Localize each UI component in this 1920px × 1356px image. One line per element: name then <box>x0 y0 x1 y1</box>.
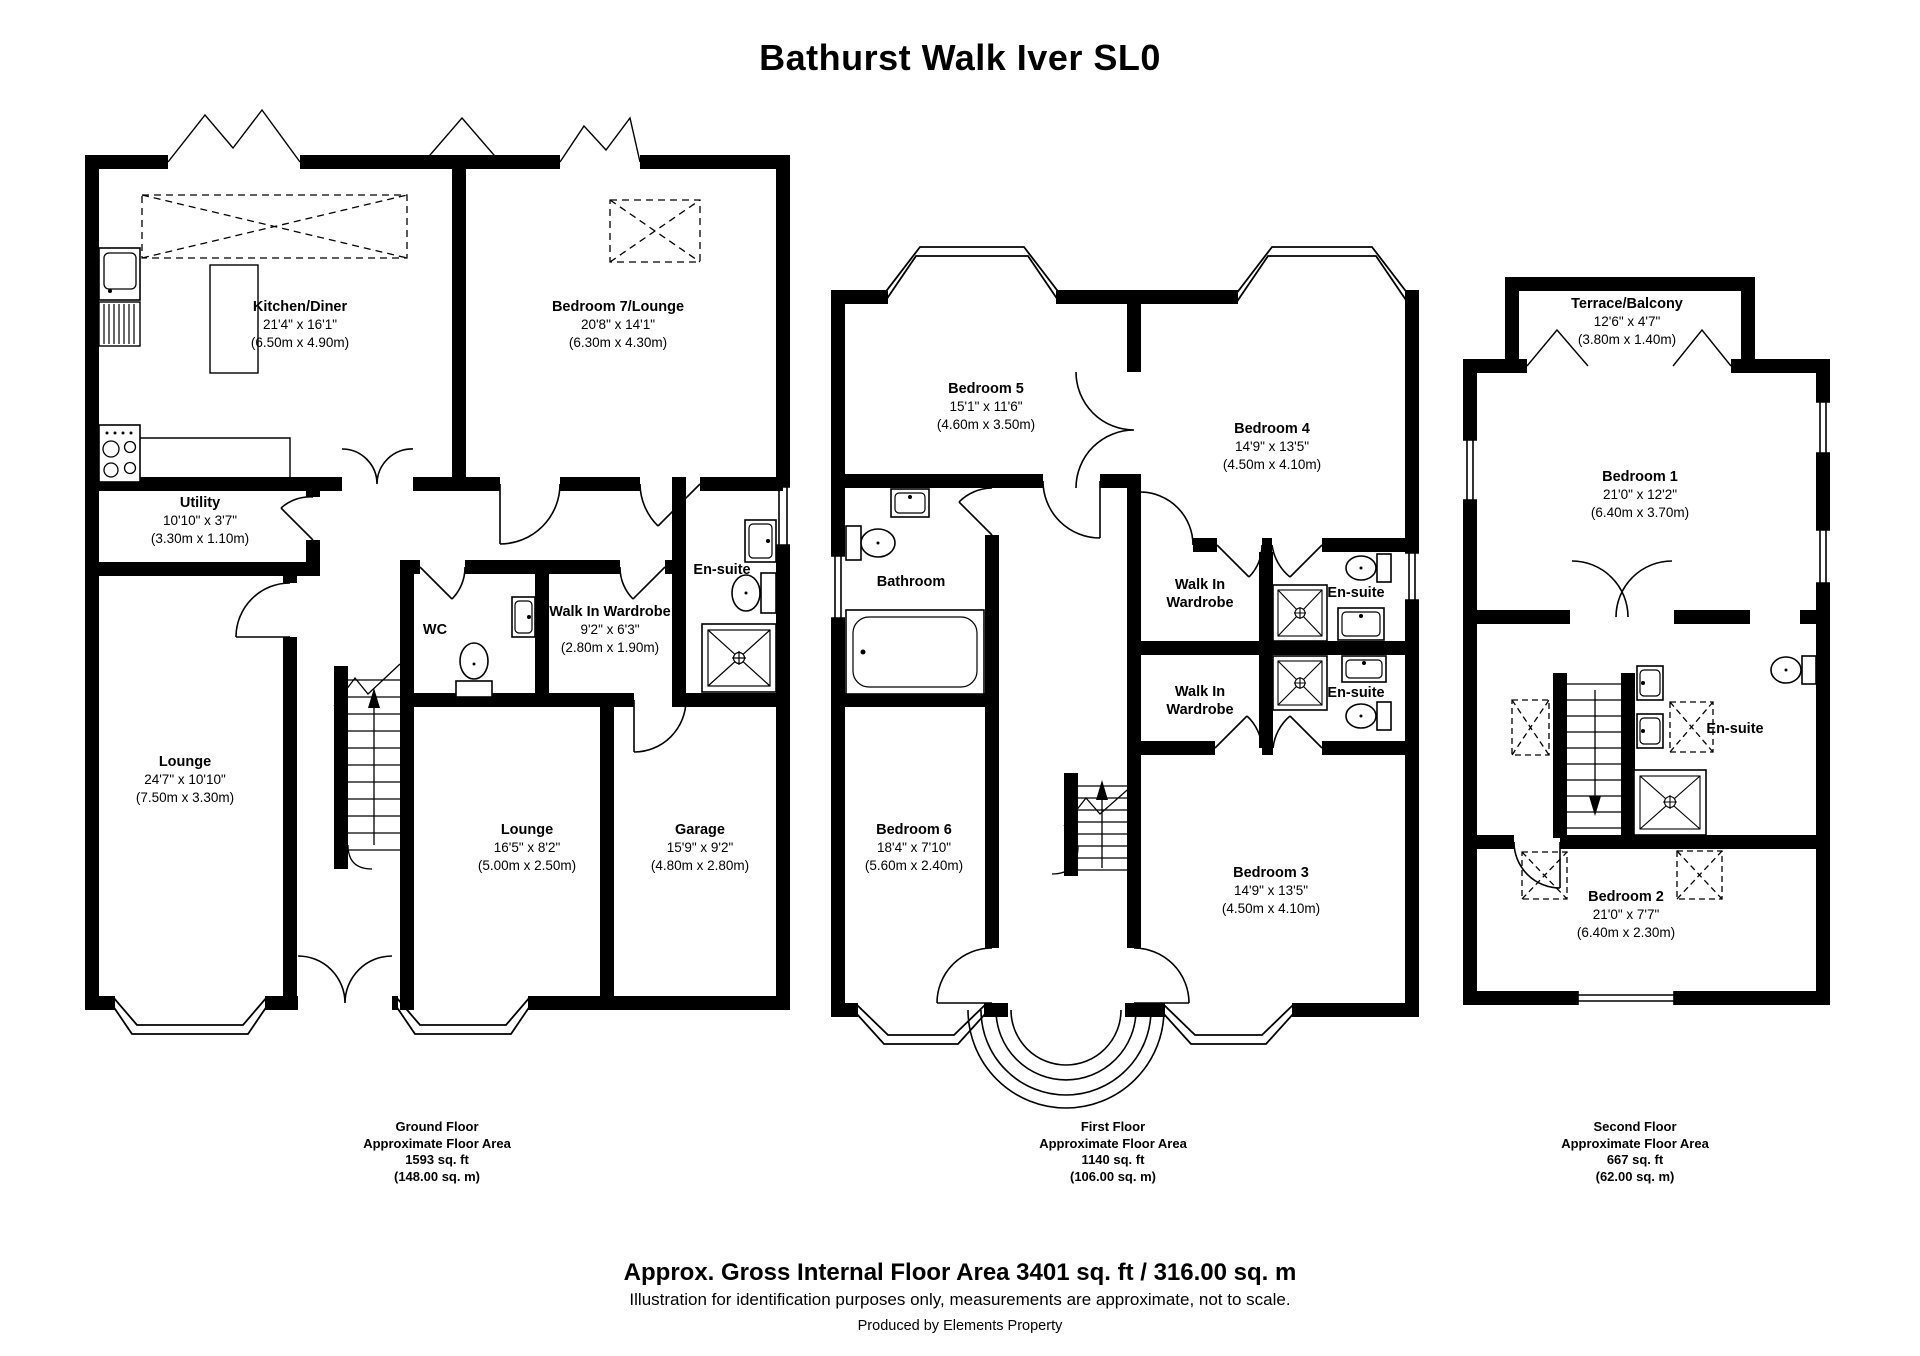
gf-ensuite-sink-icon <box>744 519 777 563</box>
room-label-kitchen-diner: Kitchen/Diner 21'4" x 16'1" (6.50m x 4.9… <box>250 299 350 350</box>
room-label-bedroom1: Bedroom 1 21'0" x 12'2" (6.40m x 3.70m) <box>1590 469 1690 520</box>
room-label-lounge-mid: Lounge 16'5" x 8'2" (5.00m x 2.50m) <box>477 822 577 873</box>
room-label-terrace-balcony: Terrace/Balcony 12'6" x 4'7" (3.80m x 1.… <box>1571 296 1683 347</box>
gf-shower-icon <box>701 623 777 693</box>
gf-door-arcs <box>235 448 701 1004</box>
room-label-bedroom5: Bedroom 5 15'1" x 11'6" (4.60m x 3.50m) <box>936 381 1036 432</box>
gf-window-right <box>776 486 790 546</box>
room-label-bedroom3: Bedroom 3 14'9" x 13'5" (4.50m x 4.10m) <box>1221 865 1321 916</box>
gf-kitchen-counter-line <box>99 437 291 477</box>
first-floor-plan <box>831 246 1419 1109</box>
second-floor-plan <box>1463 277 1830 1005</box>
stairs-icon <box>333 663 401 870</box>
room-label-wc: WC <box>422 622 448 638</box>
room-label-ensuite-lower: En-suite <box>1327 685 1385 701</box>
gf-ensuite-toilet-icon <box>731 572 777 614</box>
room-label-ensuite-upper: En-suite <box>1327 585 1385 601</box>
room-label-walk-in-wardrobe-upper: Walk In Wardrobe <box>1166 577 1234 611</box>
disclaimer-text: Illustration for identification purposes… <box>629 1290 1291 1309</box>
ff-walls <box>831 290 1419 1017</box>
sf-windows <box>1463 401 1830 1005</box>
ground-floor-plan <box>85 108 790 1035</box>
sf-sink-icon <box>1636 665 1664 701</box>
sf-walls <box>1463 277 1830 1005</box>
room-label-ensuite-sf: En-suite <box>1706 721 1764 737</box>
gf-walls <box>85 155 790 1010</box>
stairs-icon <box>1567 683 1621 829</box>
dashed-furniture-kitchen <box>141 194 408 259</box>
first-floor-area-label: First Floor Approximate Floor Area 1140 … <box>1039 1119 1187 1184</box>
hob-icon <box>98 424 141 483</box>
ff-ensuite-upper-sink-icon <box>1337 607 1385 641</box>
kitchen-island <box>209 264 259 374</box>
second-floor-area-label: Second Floor Approximate Floor Area 667 … <box>1561 1119 1709 1184</box>
room-label-bedroom2: Bedroom 2 21'0" x 7'7" (6.40m x 2.30m) <box>1576 889 1676 940</box>
kitchen-sink-icon <box>98 247 141 347</box>
ff-ensuite-upper-shower-icon <box>1272 584 1328 642</box>
ff-windows <box>831 552 1419 619</box>
produced-by-text: Produced by Elements Property <box>857 1318 1063 1334</box>
room-label-garage: Garage 15'9" x 9'2" (4.80m x 2.80m) <box>650 822 750 873</box>
gf-bay-windows <box>112 996 531 1035</box>
ground-floor-area-label: Ground Floor Approximate Floor Area 1593… <box>363 1119 511 1184</box>
ff-door-arcs <box>936 371 1323 1004</box>
room-label-walk-in-wardrobe-gf: Walk In Wardrobe 9'2" x 6'3" (2.80m x 1.… <box>549 604 671 655</box>
sf-door-arcs <box>1513 560 1673 889</box>
bathroom-toilet-icon <box>845 525 896 561</box>
bathtub-icon <box>845 609 985 695</box>
ff-ensuite-lower-shower-icon <box>1272 655 1328 711</box>
page-title: Bathurst Walk Iver SL0 <box>759 37 1161 78</box>
gf-roof-zigzags <box>167 108 641 163</box>
sf-sink2-icon <box>1636 713 1664 749</box>
room-label-ensuite-gf: En-suite <box>693 562 751 578</box>
room-label-bedroom6: Bedroom 6 18'4" x 7'10" (5.60m x 2.40m) <box>864 822 964 873</box>
room-label-walk-in-wardrobe-lower: Walk In Wardrobe <box>1166 684 1234 718</box>
sf-shower-icon <box>1633 769 1707 836</box>
ff-bay-windows <box>855 246 1409 1045</box>
room-label-lounge-left: Lounge 24'7" x 10'10" (7.50m x 3.30m) <box>135 754 235 805</box>
room-label-bathroom: Bathroom <box>876 574 946 590</box>
wc-sink-icon <box>511 596 536 638</box>
room-label-utility: Utility 10'10" x 3'7" (3.30m x 1.10m) <box>150 495 250 546</box>
ff-ensuite-lower-sink-icon <box>1341 655 1387 683</box>
ff-ensuite-lower-toilet-icon <box>1345 701 1392 731</box>
dashed-furniture-bedroom7 <box>609 199 701 263</box>
sf-skylight-boxes <box>1511 699 1723 900</box>
room-label-bedroom7-lounge: Bedroom 7/Lounge 20'8" x 14'1" (6.30m x … <box>551 299 685 350</box>
sf-roof-zigzags <box>1526 328 1732 367</box>
wc-toilet-icon <box>455 642 493 698</box>
sf-toilet-icon <box>1770 655 1817 685</box>
stairs-icon <box>1051 780 1135 875</box>
gross-area-summary: Approx. Gross Internal Floor Area 3401 s… <box>623 1259 1297 1286</box>
bathroom-sink-icon <box>890 488 930 518</box>
ff-bow-window <box>967 1009 1165 1109</box>
ff-ensuite-upper-toilet-icon <box>1345 553 1392 583</box>
room-label-bedroom4: Bedroom 4 14'9" x 13'5" (4.50m x 4.10m) <box>1222 421 1322 472</box>
